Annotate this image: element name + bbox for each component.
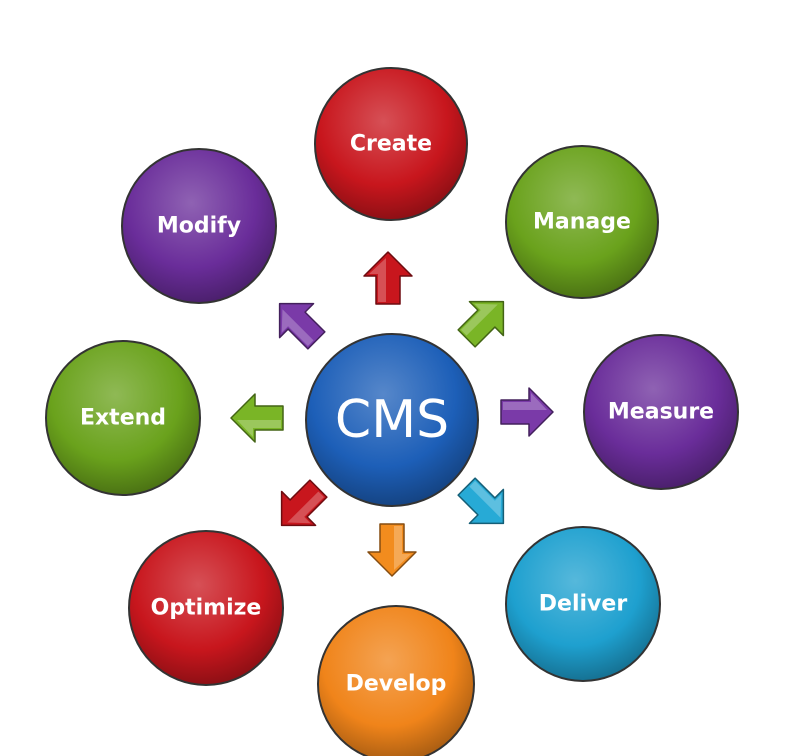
node-deliver: Deliver bbox=[505, 526, 661, 682]
node-circle-create bbox=[314, 67, 468, 221]
arrows-layer bbox=[230, 251, 554, 577]
node-circle-manage bbox=[505, 145, 659, 299]
node-manage: Manage bbox=[505, 145, 659, 299]
node-label-measure: Measure bbox=[608, 400, 714, 425]
node-measure: Measure bbox=[583, 334, 739, 490]
arrow-to-measure bbox=[500, 387, 554, 437]
arrow-to-optimize bbox=[280, 479, 328, 527]
node-circle-develop bbox=[317, 605, 475, 756]
node-circle-extend bbox=[45, 340, 201, 496]
node-circle-deliver bbox=[505, 526, 661, 682]
node-extend: Extend bbox=[45, 340, 201, 496]
node-label-modify: Modify bbox=[157, 214, 241, 239]
arrow-to-manage bbox=[457, 300, 505, 348]
arrow-to-deliver bbox=[457, 477, 505, 525]
node-create: Create bbox=[314, 67, 468, 221]
arrow-to-extend bbox=[230, 393, 284, 443]
node-label-optimize: Optimize bbox=[151, 596, 262, 621]
arrow-to-create bbox=[363, 251, 413, 305]
node-label-extend: Extend bbox=[80, 406, 166, 431]
node-optimize: Optimize bbox=[128, 530, 284, 686]
node-label-manage: Manage bbox=[533, 210, 631, 235]
node-label-deliver: Deliver bbox=[539, 592, 628, 617]
node-circle-optimize bbox=[128, 530, 284, 686]
center-circle bbox=[305, 333, 479, 507]
center-label: CMS bbox=[335, 390, 449, 450]
center-node: CMS bbox=[305, 333, 479, 507]
node-label-create: Create bbox=[350, 132, 432, 157]
node-circle-measure bbox=[583, 334, 739, 490]
arrow-to-develop bbox=[367, 523, 417, 577]
node-modify: Modify bbox=[121, 148, 277, 304]
node-label-develop: Develop bbox=[346, 672, 447, 697]
arrow-to-modify bbox=[278, 302, 326, 350]
node-circle-modify bbox=[121, 148, 277, 304]
node-develop: Develop bbox=[317, 605, 475, 756]
